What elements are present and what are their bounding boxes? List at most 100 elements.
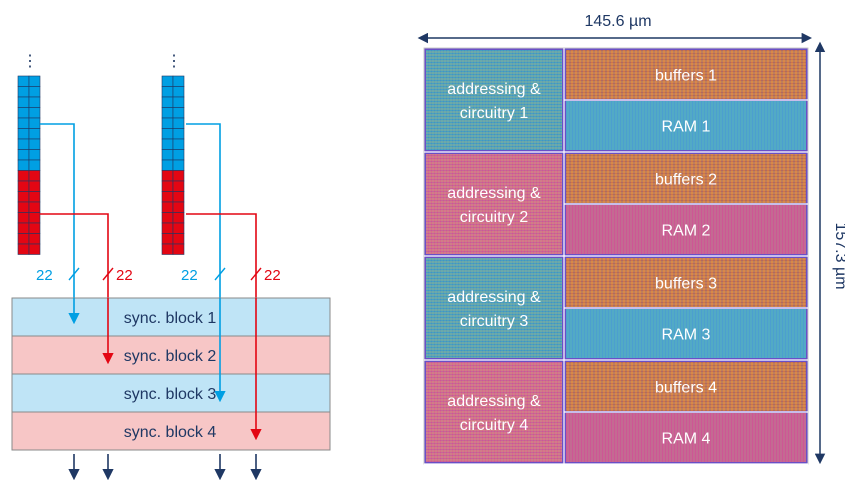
- addressing-texture-2: [426, 258, 562, 358]
- addressing-label-line-2: circuitry 2: [460, 209, 529, 226]
- memory-column-right: [161, 75, 185, 255]
- memory-cell: [172, 159, 185, 171]
- buffers-label: buffers 4: [655, 380, 717, 397]
- memory-cell: [172, 138, 185, 150]
- memory-cell: [161, 75, 174, 87]
- sync-block-2-box: [11, 335, 331, 375]
- sync-block-1-box: [11, 297, 331, 337]
- memory-cell: [172, 212, 185, 224]
- chip-row-3: addressing & circuitry 3 buffers 3 RAM 3: [424, 256, 808, 361]
- buffers-texture-2: [566, 154, 806, 203]
- memory-cell: [161, 201, 174, 213]
- bus-label-2: 22: [116, 267, 133, 284]
- memory-cell: [28, 191, 41, 203]
- memory-cell: [17, 170, 30, 182]
- memory-cell: [28, 149, 41, 161]
- sync-block-2-label: sync. block 2: [124, 348, 217, 365]
- memory-column-left: [17, 75, 41, 255]
- memory-cell: [17, 75, 30, 87]
- memory-cell: [17, 117, 30, 129]
- column-dots-right: ⋮: [166, 53, 182, 70]
- memory-cell: [17, 128, 30, 140]
- memory-cell: [28, 212, 41, 224]
- memory-cell: [172, 86, 185, 98]
- memory-cell: [161, 138, 174, 150]
- buffers-texture-2: [566, 50, 806, 99]
- addressing-label-line-1: addressing &: [447, 81, 541, 98]
- buffers-label: buffers 3: [655, 276, 717, 293]
- memory-cell: [172, 128, 185, 140]
- memory-cell: [28, 233, 41, 245]
- ram-label: RAM 4: [662, 431, 711, 448]
- memory-cell: [161, 191, 174, 203]
- memory-cell: [172, 149, 185, 161]
- memory-cell: [28, 117, 41, 129]
- addressing-texture-2: [426, 50, 562, 150]
- memory-cell: [172, 233, 185, 245]
- memory-cell: [17, 138, 30, 150]
- memory-cell: [28, 86, 41, 98]
- memory-cell: [172, 75, 185, 87]
- memory-cell: [28, 159, 41, 171]
- memory-cell: [172, 170, 185, 182]
- ram-texture: [566, 413, 806, 462]
- memory-cell: [161, 149, 174, 161]
- memory-cell: [172, 222, 185, 234]
- buffers-label: buffers 2: [655, 172, 717, 189]
- memory-cell: [161, 212, 174, 224]
- memory-cell: [17, 201, 30, 213]
- memory-cell: [28, 128, 41, 140]
- addressing-label-line-2: circuitry 3: [460, 313, 529, 330]
- buffers-texture-2: [566, 362, 806, 411]
- addressing-label-line-2: circuitry 4: [460, 417, 529, 434]
- memory-cell: [28, 180, 41, 192]
- memory-cell: [28, 138, 41, 150]
- bus-label-1: 22: [36, 267, 53, 284]
- memory-cell: [17, 222, 30, 234]
- memory-cell: [172, 107, 185, 119]
- buffers-texture-2: [566, 258, 806, 307]
- memory-cell: [17, 243, 30, 255]
- sync-block-3-label: sync. block 3: [124, 386, 217, 403]
- ram-label: RAM 2: [662, 223, 711, 240]
- sync-blocks: sync. block 1 sync. block 2 sync. block …: [11, 297, 331, 451]
- memory-cell: [17, 233, 30, 245]
- memory-cell: [17, 180, 30, 192]
- memory-cell: [172, 117, 185, 129]
- ram-label: RAM 1: [662, 119, 711, 136]
- addressing-label-line-1: addressing &: [447, 289, 541, 306]
- addressing-label-line-1: addressing &: [447, 393, 541, 410]
- memory-cell: [172, 201, 185, 213]
- output-arrows: [68, 454, 262, 481]
- memory-cell: [172, 180, 185, 192]
- memory-cell: [161, 107, 174, 119]
- memory-cell: [17, 159, 30, 171]
- memory-cell: [17, 96, 30, 108]
- addressing-label-line-1: addressing &: [447, 185, 541, 202]
- chip-height-label: 157.3 µm: [832, 222, 845, 289]
- memory-cell: [28, 243, 41, 255]
- memory-cell: [28, 96, 41, 108]
- sync-block-4-label: sync. block 4: [124, 424, 217, 441]
- chip-row-2: addressing & circuitry 2 buffers 2 RAM 2: [424, 152, 808, 257]
- addressing-texture-2: [426, 154, 562, 254]
- memory-cell: [172, 243, 185, 255]
- memory-cell: [172, 191, 185, 203]
- memory-cell: [17, 149, 30, 161]
- sync-block-3-box: [11, 373, 331, 413]
- memory-cell: [161, 86, 174, 98]
- memory-cell: [28, 201, 41, 213]
- addressing-texture-2: [426, 362, 562, 462]
- memory-cell: [17, 191, 30, 203]
- memory-cell: [17, 86, 30, 98]
- bus-label-3: 22: [181, 267, 198, 284]
- chip-width-label: 145.6 µm: [584, 13, 651, 30]
- blue-route-1: [40, 123, 80, 325]
- memory-columns: [17, 75, 185, 255]
- memory-cell: [161, 243, 174, 255]
- ram-label: RAM 3: [662, 327, 711, 344]
- memory-cell: [161, 170, 174, 182]
- sync-block-4-box: [11, 411, 331, 451]
